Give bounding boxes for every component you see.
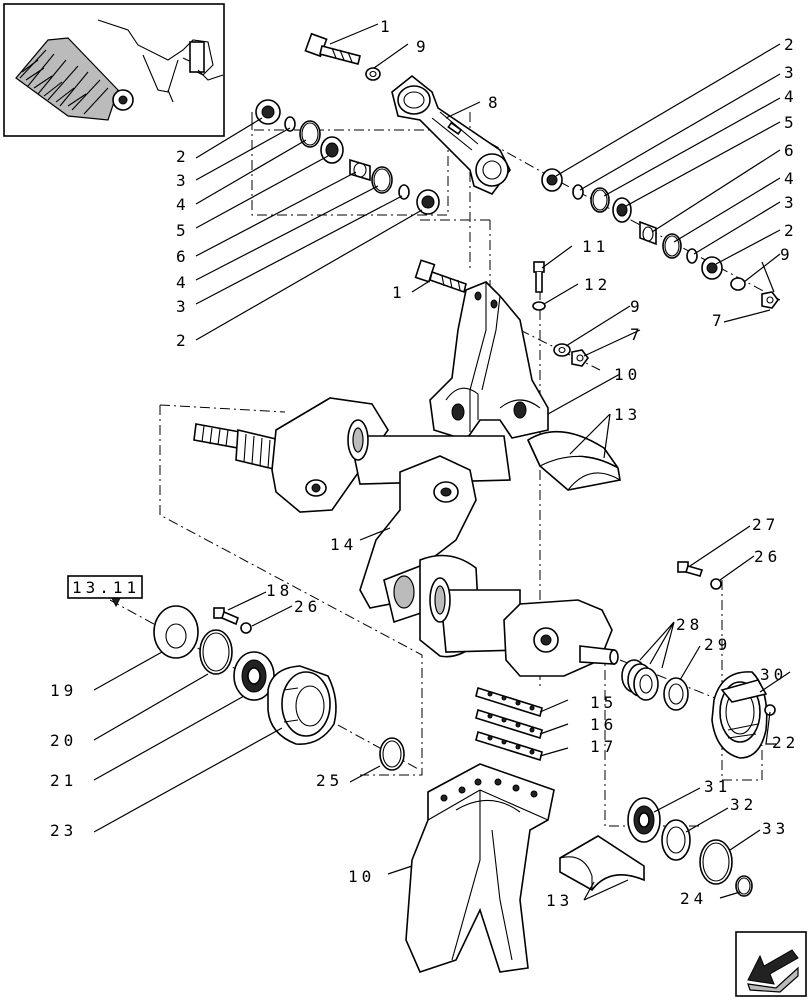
label-15: 15 <box>590 693 617 712</box>
label-9-right: 9 <box>780 245 794 264</box>
label-9-mid: 9 <box>630 297 644 316</box>
springs-28 <box>621 659 659 701</box>
label-23: 23 <box>50 821 77 840</box>
label-21: 21 <box>50 771 77 790</box>
connecting-rod-8 <box>391 74 511 195</box>
washer-9-top <box>365 67 381 81</box>
label-14: 14 <box>330 535 357 554</box>
seal-29 <box>663 677 689 711</box>
label-2-right-a: 2 <box>784 35 798 54</box>
washer-12 <box>532 301 546 311</box>
label-12: 12 <box>584 275 611 294</box>
label-2-left-a: 2 <box>176 147 190 166</box>
label-13-top: 13 <box>614 405 641 424</box>
lower-bracket-10 <box>405 763 555 973</box>
label-3-right-b: 3 <box>784 193 798 212</box>
label-4-right-b: 4 <box>784 169 798 188</box>
label-13-bottom: 13 <box>546 891 573 910</box>
label-26-left: 26 <box>294 597 321 616</box>
washer-26-left <box>240 622 252 634</box>
label-4-left-a: 4 <box>176 195 190 214</box>
housing-23 <box>267 665 337 745</box>
bolt-1-mid <box>414 259 467 294</box>
label-27: 27 <box>752 515 779 534</box>
right-bearing-stack <box>541 168 779 309</box>
housing-30 <box>711 671 768 759</box>
screw-18 <box>213 607 239 626</box>
label-8: 8 <box>488 93 502 112</box>
label-5-right: 5 <box>784 113 798 132</box>
label-32: 32 <box>730 795 757 814</box>
washer-26-right <box>710 578 722 590</box>
label-4-left-b: 4 <box>176 273 190 292</box>
label-7-right: 7 <box>712 311 726 330</box>
label-22: 22 <box>772 733 799 752</box>
label-18: 18 <box>266 581 293 600</box>
label-26-right: 26 <box>754 547 781 566</box>
label-4-right-a: 4 <box>784 87 798 106</box>
screw-27 <box>677 561 704 577</box>
nut-7-mid <box>571 349 589 367</box>
circlip-25 <box>379 737 405 771</box>
label-6-left: 6 <box>176 247 190 266</box>
ref-13-11: 13.11 <box>72 578 140 597</box>
label-17: 17 <box>590 737 617 756</box>
label-3-right-a: 3 <box>784 63 798 82</box>
machine-thumbnail-icon <box>3 3 225 137</box>
label-16: 16 <box>590 715 617 734</box>
bushing-13-top <box>526 430 621 491</box>
label-6-right: 6 <box>784 141 798 160</box>
label-3-left-a: 3 <box>176 171 190 190</box>
seal-32 <box>661 819 691 861</box>
label-1-top: 1 <box>380 17 394 36</box>
label-1-mid: 1 <box>392 283 406 302</box>
upper-bracket-10 <box>429 281 549 441</box>
shim-15 <box>475 686 543 718</box>
washer-9-mid <box>553 343 571 357</box>
bushing-13-bottom <box>559 835 645 892</box>
reference-box <box>67 575 143 599</box>
label-9-top: 9 <box>416 37 430 56</box>
leader-lines <box>93 23 791 901</box>
label-5-left: 5 <box>176 221 190 240</box>
label-19: 19 <box>50 681 77 700</box>
bearing-21 <box>233 651 275 701</box>
label-31: 31 <box>704 777 731 796</box>
label-30: 30 <box>760 665 787 684</box>
label-25: 25 <box>316 771 343 790</box>
label-2-right-b: 2 <box>784 221 798 240</box>
bolt-1-top <box>304 32 361 65</box>
label-20: 20 <box>50 731 77 750</box>
label-10-bottom: 10 <box>348 867 375 886</box>
shim-17 <box>475 730 543 762</box>
label-3-left-b: 3 <box>176 297 190 316</box>
callout-labels: 13.11 1 9 8 2 3 4 5 6 4 3 2 9 7 2 3 4 5 … <box>50 17 799 910</box>
label-33: 33 <box>762 819 789 838</box>
label-11: 11 <box>582 237 609 256</box>
label-2-left-b: 2 <box>176 331 190 350</box>
seal-19 <box>153 605 199 659</box>
circlip-20 <box>199 629 233 675</box>
shim-16 <box>475 708 543 740</box>
next-page-arrow-icon[interactable] <box>735 931 807 997</box>
screw-11 <box>533 261 545 293</box>
label-24: 24 <box>680 889 707 908</box>
label-10-top: 10 <box>614 365 641 384</box>
label-29: 29 <box>704 635 731 654</box>
circlip-33 <box>699 839 733 885</box>
bearing-31 <box>627 797 661 843</box>
label-28: 28 <box>676 615 703 634</box>
circlip-24 <box>735 875 753 897</box>
label-7-mid: 7 <box>630 325 644 344</box>
crankshaft-14 <box>193 397 619 677</box>
